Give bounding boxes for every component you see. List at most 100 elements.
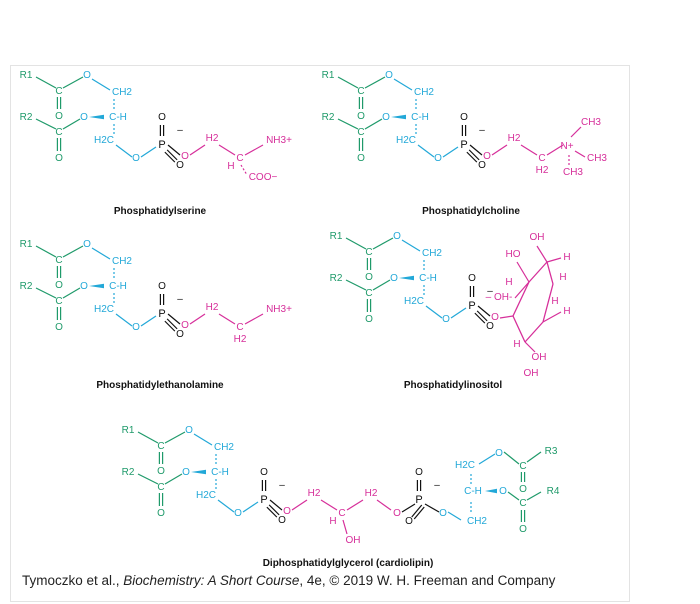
atom-label: H2C bbox=[404, 296, 424, 307]
bond bbox=[477, 305, 491, 317]
atom-label: CH2 bbox=[214, 442, 234, 453]
atom-label: – bbox=[177, 294, 183, 305]
wedge-bond bbox=[89, 114, 104, 120]
atom-label: CH2 bbox=[112, 87, 132, 98]
atom-label: C bbox=[236, 322, 243, 333]
bond bbox=[62, 76, 84, 89]
bond bbox=[193, 433, 213, 446]
atom-label: CH2 bbox=[422, 248, 442, 259]
atom-label: H bbox=[329, 516, 336, 527]
caption-authors: Tymoczko et al., bbox=[22, 573, 124, 588]
atom-label: O bbox=[278, 515, 286, 526]
atom-label: O bbox=[234, 508, 242, 519]
atom-label: O bbox=[55, 322, 63, 333]
atom-label: O bbox=[157, 508, 165, 519]
atom-label: R4 bbox=[547, 486, 560, 497]
bond bbox=[266, 506, 278, 518]
atom-label: P bbox=[415, 494, 422, 506]
bond bbox=[35, 76, 57, 89]
wedge-bond bbox=[399, 275, 414, 281]
atom-label: H bbox=[559, 272, 566, 283]
atom-label: O bbox=[182, 467, 190, 478]
atom-label: H2 bbox=[308, 488, 321, 499]
bond bbox=[401, 503, 416, 513]
atom-label: C bbox=[55, 86, 62, 97]
bond bbox=[442, 146, 459, 158]
atom-label: C bbox=[519, 461, 526, 472]
bond bbox=[466, 151, 478, 163]
bond bbox=[478, 453, 496, 465]
atom-label: O bbox=[434, 153, 442, 164]
bond bbox=[507, 491, 520, 501]
bond bbox=[91, 78, 111, 91]
bond bbox=[244, 313, 264, 325]
bond bbox=[346, 499, 364, 511]
atom-label: C-H bbox=[411, 112, 429, 123]
bond bbox=[376, 499, 392, 511]
bond bbox=[372, 237, 394, 250]
atom-label: C bbox=[157, 482, 164, 493]
bond bbox=[413, 506, 425, 520]
atom-label: O bbox=[157, 466, 165, 477]
atom-label: O bbox=[158, 112, 166, 123]
bond bbox=[526, 451, 542, 463]
bond bbox=[542, 283, 554, 323]
structure-label: Phosphatidylserine bbox=[114, 206, 207, 217]
atom-label: O bbox=[442, 314, 450, 325]
bond bbox=[189, 313, 206, 325]
atom-label: O bbox=[390, 273, 398, 284]
atom-label: R1 bbox=[322, 70, 335, 81]
atom-label: O bbox=[260, 467, 268, 478]
figure-caption: Tymoczko et al., Biochemistry: A Short C… bbox=[22, 573, 555, 588]
atom-label: H bbox=[563, 306, 570, 317]
bond bbox=[166, 149, 178, 161]
atom-label: O bbox=[468, 273, 476, 284]
bond bbox=[342, 519, 348, 535]
bond bbox=[244, 144, 264, 156]
structure-label: Diphosphatidylglycerol (cardiolipin) bbox=[263, 558, 434, 569]
bond bbox=[35, 245, 57, 258]
atom-label: – bbox=[177, 125, 183, 136]
bond bbox=[218, 313, 236, 325]
bond bbox=[524, 321, 544, 343]
bond bbox=[140, 315, 157, 327]
atom-label: O bbox=[357, 153, 365, 164]
atom-label: OH bbox=[532, 352, 547, 363]
atom-label: O bbox=[185, 425, 193, 436]
bond bbox=[345, 237, 367, 250]
bond bbox=[166, 318, 178, 330]
atom-label: H2 bbox=[234, 334, 247, 345]
atom-label: H2C bbox=[94, 304, 114, 315]
atom-label: CH2 bbox=[112, 256, 132, 267]
bond bbox=[468, 149, 480, 161]
atom-label: H2C bbox=[196, 490, 216, 501]
bond bbox=[35, 118, 57, 130]
atom-label: O bbox=[357, 111, 365, 122]
atom-label: C bbox=[55, 127, 62, 138]
atom-label: O bbox=[132, 322, 140, 333]
bond bbox=[189, 144, 206, 156]
bond bbox=[417, 144, 435, 158]
bond bbox=[164, 431, 186, 444]
bond bbox=[516, 261, 530, 283]
atom-label: C bbox=[357, 86, 364, 97]
atom-label: R2 bbox=[322, 112, 335, 123]
atom-label: C-H bbox=[109, 112, 127, 123]
bond bbox=[345, 279, 367, 291]
bond bbox=[546, 261, 554, 285]
atom-label: OH bbox=[346, 535, 361, 546]
atom-label: O bbox=[83, 239, 91, 250]
atom-label: O bbox=[181, 151, 189, 162]
bond bbox=[512, 281, 530, 317]
atom-label: C-H bbox=[109, 281, 127, 292]
bond bbox=[514, 281, 530, 299]
atom-label: O bbox=[283, 506, 291, 517]
atom-label: H2 bbox=[508, 133, 521, 144]
atom-label: O bbox=[415, 467, 423, 478]
atom-label: C-H bbox=[211, 467, 229, 478]
bond bbox=[520, 144, 538, 156]
atom-label: C bbox=[338, 508, 345, 519]
atom-label: NH3+ bbox=[266, 304, 292, 315]
